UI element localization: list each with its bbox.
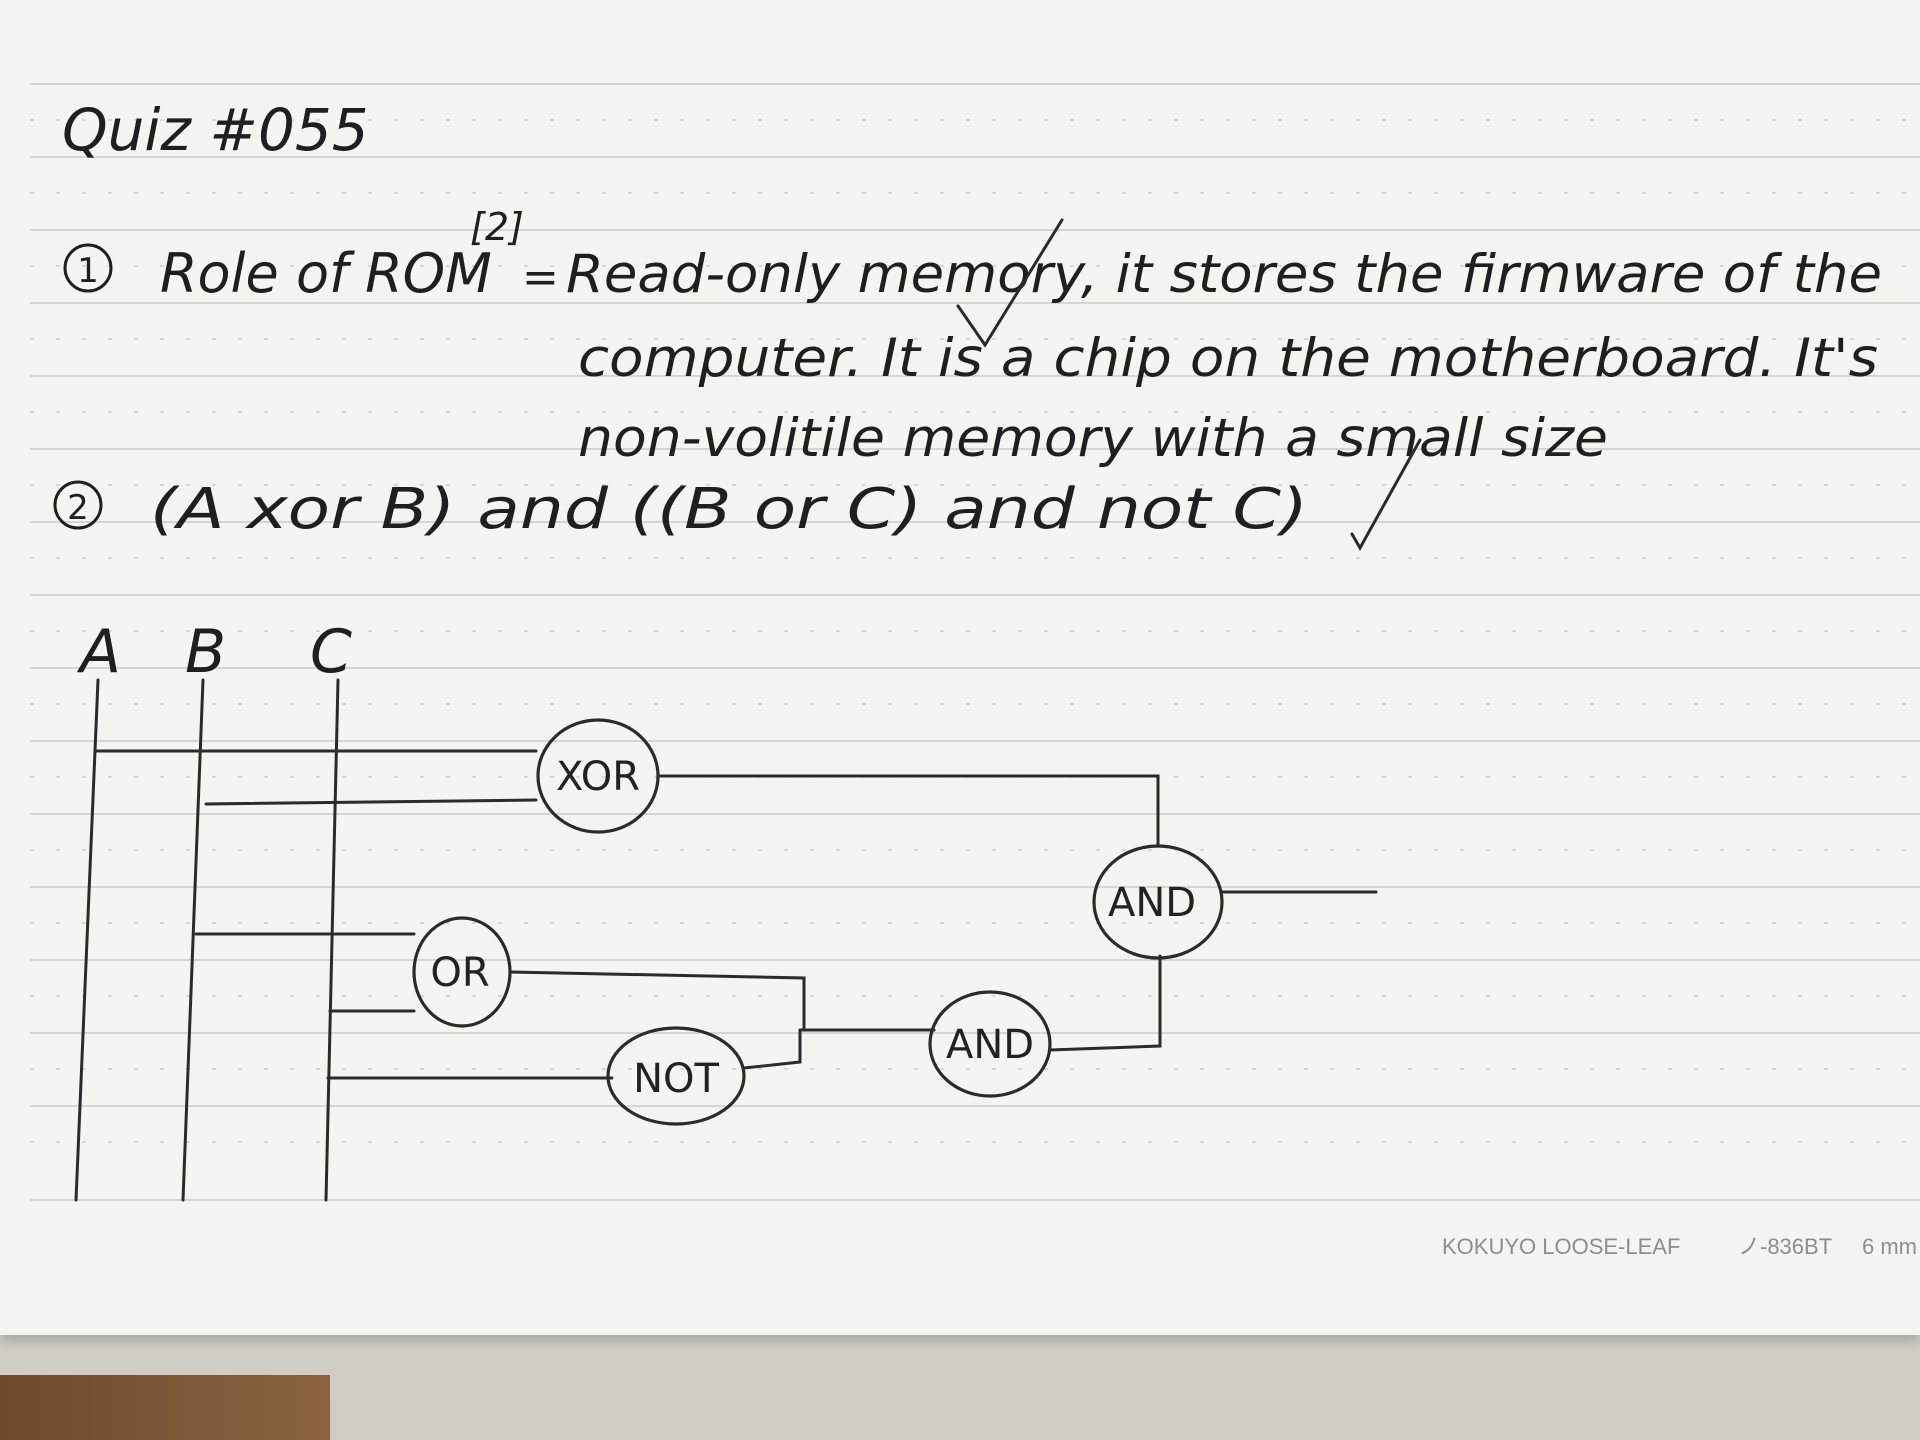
inner-and-gate-label: AND <box>946 1022 1034 1068</box>
inner-and-gate <box>928 990 1052 1098</box>
paper-footer: KOKUYO LOOSE-LEAF ノ-836BT 6 mm <box>1442 1234 1917 1259</box>
check-mark-2 <box>1350 438 1422 552</box>
question-2-expression: (A xor B) and ((B or C) and not C) <box>150 477 1308 542</box>
question-1-prompt: Role of ROM <box>160 242 492 305</box>
loose-leaf-sheet: Quiz #055 1 Role of ROM [2] = Read-only … <box>0 0 1920 1335</box>
wire-and-to-and <box>1048 954 1162 1052</box>
not-gate <box>606 1026 746 1126</box>
wire-not-to-and <box>742 1028 802 1070</box>
wire-xor-to-and <box>656 774 1160 848</box>
input-rail-c <box>324 678 340 1202</box>
input-label-a: A <box>76 617 121 687</box>
or-gate-label: OR <box>430 950 489 996</box>
input-label-b: B <box>185 617 226 687</box>
ruled-lines <box>30 83 1920 1201</box>
logic-circuit: A B C XOR OR NOT AND <box>74 617 1378 1202</box>
question-1-equals: = <box>522 252 559 303</box>
input-label-c: C <box>310 617 352 687</box>
desk-wood-corner <box>0 1375 330 1440</box>
question-2: 2 (A xor B) and ((B or C) and not C) <box>53 477 1308 542</box>
paper-brand: KOKUYO LOOSE-LEAF <box>1442 1234 1680 1259</box>
answer-line-3: non-volitile memory with a small size <box>578 408 1608 469</box>
paper-code: ノ-836BT <box>1738 1234 1832 1259</box>
question-2-number: 2 <box>67 488 89 528</box>
outer-and-gate <box>1092 844 1224 960</box>
wire-b-to-xor <box>204 798 538 806</box>
quiz-title: Quiz #055 <box>62 96 369 164</box>
question-1-marks: [2] <box>470 205 524 249</box>
sheet-drawing: Quiz #055 1 Role of ROM [2] = Read-only … <box>30 83 1920 1259</box>
question-1-number: 1 <box>77 251 99 291</box>
question-1: 1 Role of ROM [2] = Read-only memory, it… <box>63 205 1882 552</box>
wire-or-to-and <box>508 970 806 1032</box>
outer-and-gate-label: AND <box>1108 880 1196 926</box>
answer-line-1: Read-only memory, it stores the firmware… <box>566 244 1882 305</box>
question-1-number-circle <box>63 243 113 293</box>
input-rail-b <box>181 678 205 1202</box>
check-mark-1 <box>956 218 1064 348</box>
input-rail-a <box>74 678 100 1202</box>
question-2-number-circle <box>53 480 103 530</box>
not-gate-label: NOT <box>633 1056 719 1102</box>
paper-ruling: 6 mm <box>1862 1234 1917 1259</box>
answer-line-2: computer. It is a chip on the motherboar… <box>578 328 1878 389</box>
xor-gate-label: XOR <box>556 754 640 800</box>
